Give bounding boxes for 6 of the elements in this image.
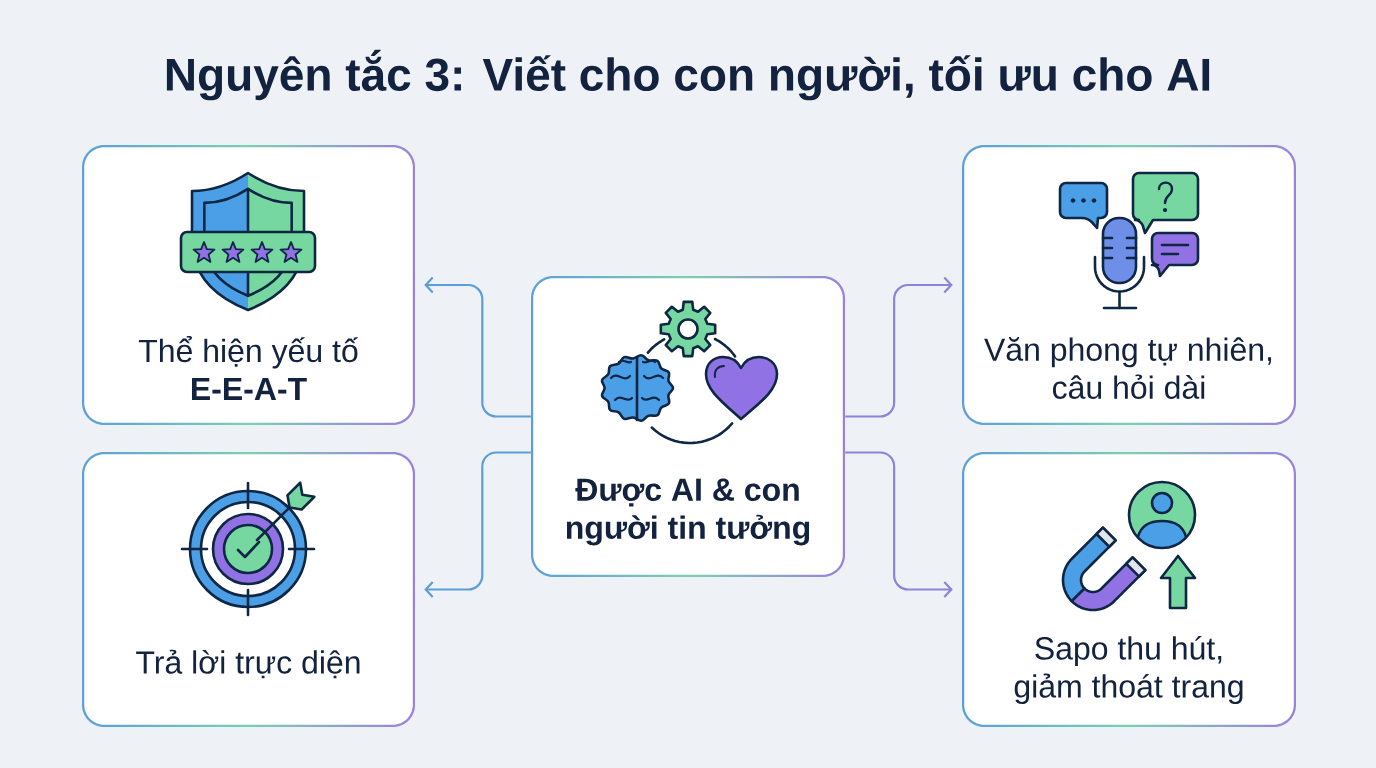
card: Sapo thu hút, giảm thoát trang — [964, 454, 1294, 725]
arrow — [424, 276, 531, 418]
arrow — [424, 451, 531, 598]
arrow — [845, 451, 953, 598]
title: Nguyên tắc 3: Viết cho con người, tối ưu cho AI — [166, 49, 1210, 101]
arrow — [845, 276, 953, 418]
